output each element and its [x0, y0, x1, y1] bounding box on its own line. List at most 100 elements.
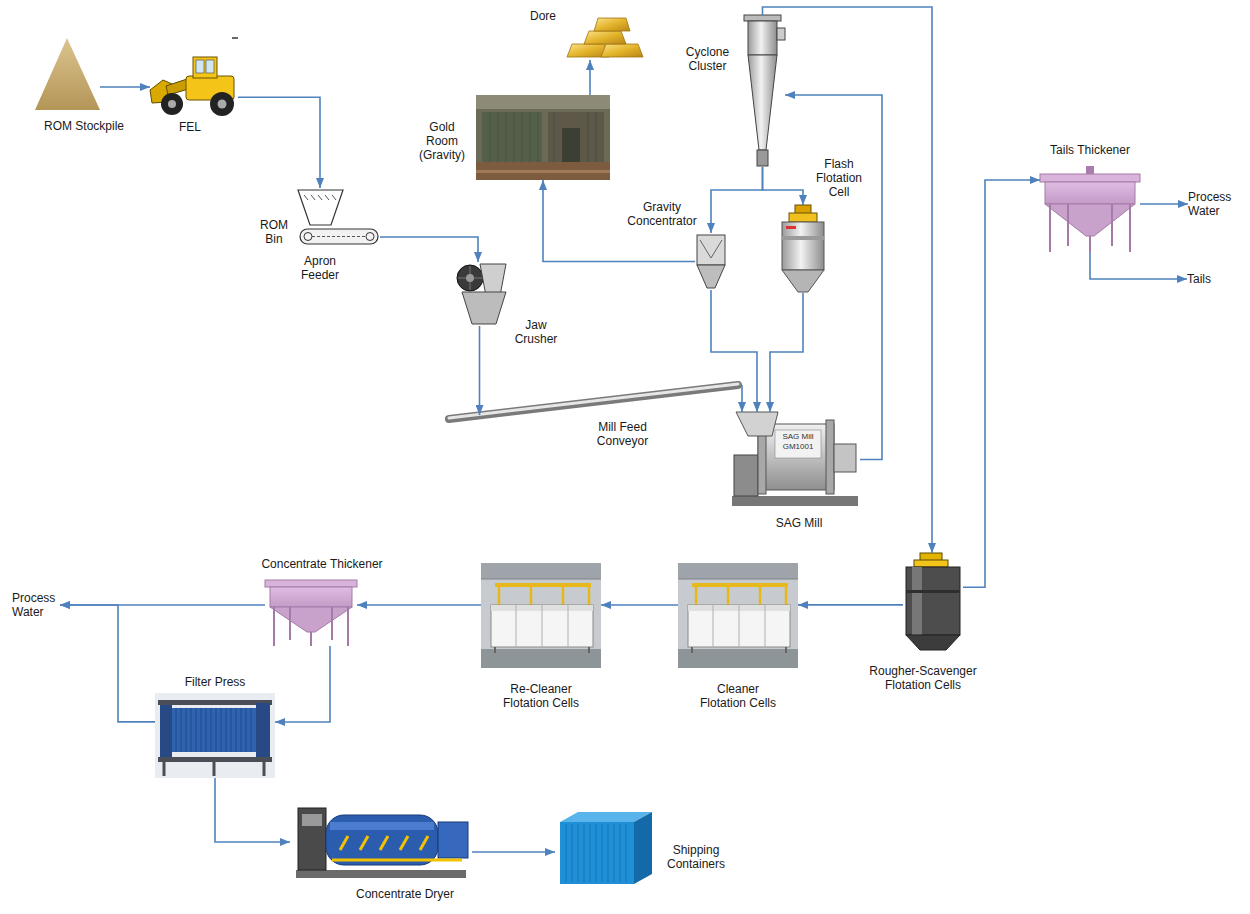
- concentrate-dryer-icon: [296, 808, 468, 878]
- cyclone-icon: [744, 15, 781, 21]
- cyclone-icon: [757, 150, 768, 166]
- flow-arrow: [711, 290, 757, 412]
- jaw-crusher-icon: [457, 265, 483, 291]
- gold-room-icon: [476, 95, 610, 180]
- apron-feeder-icon: [300, 229, 378, 244]
- stockpile-icon: [35, 38, 100, 110]
- label-holder: Cyclone Cluster: [680, 45, 735, 73]
- jaw-crusher-icon: [466, 274, 474, 282]
- sag-mill-icon: [736, 412, 778, 436]
- flow-arrow: [238, 97, 320, 188]
- concentrate-dryer-icon: [332, 859, 462, 862]
- equipment-label: Rougher-Scavenger Flotation Cells: [860, 664, 986, 692]
- flash-flotation-icon: [786, 226, 796, 229]
- label-holder: SAG Mill GM1001: [778, 432, 818, 452]
- concentrate-dryer-icon: [302, 814, 322, 826]
- filter-press-icon: [158, 700, 272, 705]
- cyclone-icon: [777, 28, 785, 40]
- apron-feeder-icon: [300, 229, 378, 244]
- flash-flotation-icon: [782, 270, 824, 292]
- equipment-label: FEL: [168, 120, 212, 134]
- loader-icon: [161, 93, 183, 115]
- rougher-cell-icon: [906, 590, 960, 593]
- filter-press-icon: [164, 762, 264, 776]
- cyclone-icon: [748, 55, 777, 150]
- flow-arrow: [357, 604, 481, 606]
- label-holder: Cleaner Flotation Cells: [695, 682, 781, 710]
- label-holder: Concentrate Thickener: [251, 557, 393, 571]
- label-holder: Apron Feeder: [296, 254, 344, 282]
- rougher-cell-icon: [906, 567, 960, 635]
- apron-feeder-icon: [312, 236, 366, 237]
- dryer-node: Concentrate Dryer: [290, 800, 472, 882]
- flash-flotation-icon: [782, 205, 824, 292]
- flow-arrow: [479, 326, 481, 415]
- tails-thickener-icon: [1040, 166, 1140, 252]
- loader-icon: [218, 100, 227, 109]
- flow-arrow: [601, 604, 678, 606]
- rom-bin-icon: [298, 190, 343, 225]
- loader-icon: [193, 57, 217, 78]
- flow-arrow: [763, 167, 804, 205]
- gold-room-node: Gold Room (Gravity): [476, 95, 610, 180]
- equipment-tag: SAG Mill GM1001: [778, 432, 818, 452]
- label-holder: Jaw Crusher: [510, 318, 562, 346]
- node-label: Tails: [1187, 272, 1219, 286]
- cyclone-icon: [748, 21, 777, 55]
- equipment-label: Shipping Containers: [660, 843, 732, 871]
- concentrate-dryer-icon: [298, 808, 326, 870]
- equipment-label: Filter Press: [175, 675, 255, 689]
- flotation-node: Cleaner Flotation Cells: [678, 563, 798, 668]
- gold-room-icon: [476, 162, 610, 180]
- gold-room-icon: [482, 112, 542, 162]
- flow-arrow: [741, 385, 743, 412]
- flash-flotation-icon: [782, 236, 824, 240]
- dore-bars-icon: [601, 44, 643, 57]
- equipment-label: SAG Mill: [764, 516, 834, 530]
- flow-arrow: [275, 646, 330, 722]
- label-holder: Dore: [521, 9, 565, 23]
- tails-thickener-icon: [1040, 174, 1140, 182]
- label-holder: ROM Bin: [255, 218, 293, 246]
- label-holder: Shipping Containers: [660, 843, 732, 871]
- flow-arrow: [60, 605, 155, 722]
- loader-icon: [168, 100, 176, 108]
- concentrate-thickener-icon: [265, 580, 357, 646]
- equipment-label: Flash Flotation Cell: [812, 157, 866, 199]
- equipment-label: Gravity Concentrator: [620, 200, 704, 228]
- loader-icon: [206, 60, 214, 73]
- flow-arrow: [785, 95, 882, 460]
- flow-arrow: [798, 604, 903, 606]
- concentrate-dryer-icon: [438, 822, 468, 858]
- equipment-label: Dore: [521, 9, 565, 23]
- gold-room-icon: [476, 170, 610, 173]
- equipment-label: ROM Stockpile: [30, 119, 138, 133]
- sag-mill-icon: [734, 455, 758, 496]
- label-holder: Concentrate Dryer: [340, 887, 470, 901]
- label-holder: Filter Press: [175, 675, 255, 689]
- equipment-label: Jaw Crusher: [510, 318, 562, 346]
- sag-mill-icon: [775, 430, 821, 458]
- jaw-crusher-node: Jaw Crusher: [452, 262, 507, 326]
- flow-arrow: [215, 778, 290, 842]
- flow-arrow: [711, 167, 763, 233]
- equipment-label: Gold Room (Gravity): [415, 120, 469, 162]
- container-node: Shipping Containers: [555, 810, 652, 886]
- gold-room-icon: [490, 112, 596, 162]
- gravity-concentrator-icon: [697, 235, 725, 288]
- label-holder: Gravity Concentrator: [620, 200, 704, 228]
- tails-thickener-icon: [1050, 204, 1130, 252]
- equipment-label: Concentrate Dryer: [340, 887, 470, 901]
- gold-room-icon: [476, 95, 610, 180]
- shipping-container-icon: [566, 824, 626, 882]
- dore-bars-icon: [594, 18, 630, 31]
- stream-end-node: Process Water: [1188, 190, 1236, 218]
- gravity-concentrator-node: Gravity Concentrator: [695, 233, 727, 290]
- conveyor-icon: [449, 384, 738, 418]
- concentrate-thickener-icon: [270, 607, 352, 632]
- filter-press-node: Filter Press: [155, 693, 275, 778]
- equipment-label: Re-Cleaner Flotation Cells: [498, 682, 584, 710]
- concentrate-thickener-icon: [270, 587, 352, 607]
